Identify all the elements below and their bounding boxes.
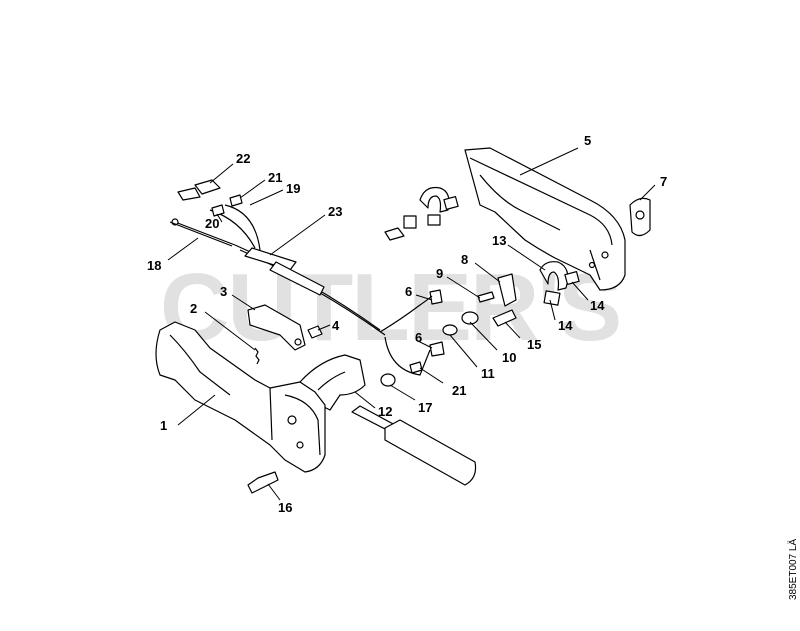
label-6-upper: 6 [405, 284, 412, 299]
part-9-screw [477, 291, 495, 303]
callout-labels: 1 2 3 4 5 6 6 7 8 9 10 11 12 13 14 14 15… [147, 133, 667, 515]
label-23: 23 [328, 204, 342, 219]
part-8-contact-spring [497, 273, 517, 307]
label-1: 1 [160, 418, 167, 433]
part-13-clamp-upper [384, 186, 459, 241]
part-23-cable-harness [171, 204, 433, 376]
label-15: 15 [527, 337, 541, 352]
label-2: 2 [190, 301, 197, 316]
label-21-upper: 21 [268, 170, 282, 185]
label-9: 9 [436, 266, 443, 281]
part-7-stop-switch [629, 197, 651, 237]
part-20-terminal [211, 204, 225, 217]
leader-lines [167, 147, 656, 501]
part-10-bushing [461, 311, 479, 325]
part-11-bushing [442, 324, 458, 336]
label-16: 16 [278, 500, 292, 515]
label-5: 5 [584, 133, 591, 148]
label-12: 12 [378, 404, 392, 419]
label-20: 20 [205, 216, 219, 231]
label-7: 7 [660, 174, 667, 189]
part-5-handle-upper-shell [464, 147, 626, 291]
part-17-torsion-spring [380, 373, 396, 387]
part-4-nut [307, 325, 323, 339]
part-16-screw [247, 471, 279, 494]
part-2-spring [254, 347, 260, 365]
part-18-ignition-lead [169, 221, 233, 247]
part-1-handle-lower-shell [155, 321, 326, 473]
label-4: 4 [332, 318, 340, 333]
label-11: 11 [481, 366, 495, 381]
label-3: 3 [220, 284, 227, 299]
part-22-connector-caps [177, 179, 221, 201]
assembly-pin [351, 405, 477, 486]
label-10: 10 [502, 350, 516, 365]
part-15-screw [492, 309, 517, 327]
label-18: 18 [147, 258, 161, 273]
part-6-contact-lower [429, 341, 445, 357]
drawing-code: 385ET007 LÄ [787, 539, 799, 600]
label-13: 13 [492, 233, 506, 248]
label-21-lower: 21 [452, 383, 466, 398]
label-19: 19 [286, 181, 300, 196]
label-17: 17 [418, 400, 432, 415]
label-22: 22 [236, 151, 250, 166]
label-14-lower: 14 [558, 318, 573, 333]
part-3-throttle-trigger [247, 304, 306, 351]
label-14-upper: 14 [590, 298, 605, 313]
label-6-lower: 6 [415, 330, 422, 345]
part-21-terminal-lower [409, 361, 423, 374]
part-21-terminal-upper [229, 194, 243, 207]
label-8: 8 [461, 252, 468, 267]
